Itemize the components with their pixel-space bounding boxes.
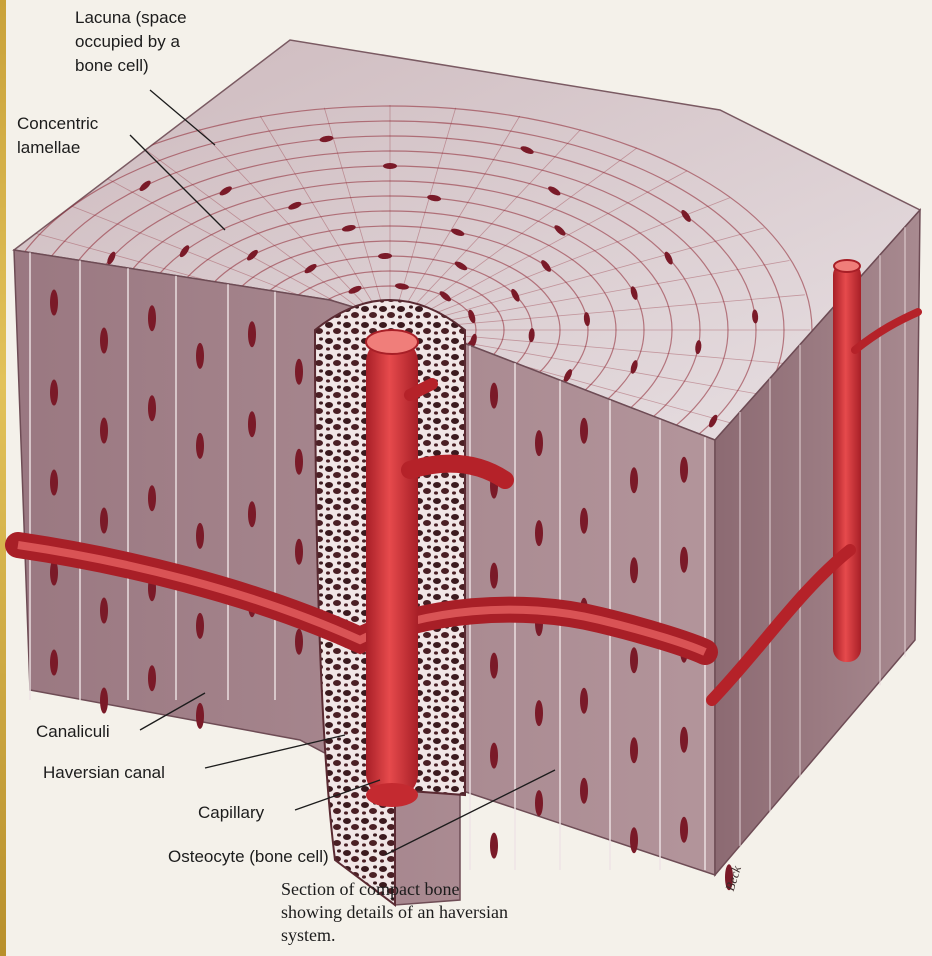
osteocyte-mark [580, 418, 588, 444]
osteocyte-mark [680, 457, 688, 483]
label-osteocyte: Osteocyte (bone cell) [168, 845, 329, 869]
osteocyte-mark [196, 703, 204, 729]
osteocyte-mark [50, 650, 58, 676]
caption-line-3: system. [281, 924, 508, 947]
osteocyte-mark [196, 433, 204, 459]
osteocyte-mark [580, 688, 588, 714]
osteocyte-mark [100, 688, 108, 714]
figure-caption: Section of compact bone showing details … [281, 878, 508, 947]
osteocyte-mark [535, 790, 543, 816]
osteocyte-mark [148, 665, 156, 691]
osteocyte-mark [535, 520, 543, 546]
osteocyte-mark [295, 539, 303, 565]
osteocyte-mark [630, 737, 638, 763]
osteocyte-mark [148, 485, 156, 511]
lacuna-mark [383, 163, 397, 169]
osteocyte-mark [490, 383, 498, 409]
osteocyte-mark [295, 359, 303, 385]
osteocyte-mark [248, 411, 256, 437]
label-capillary: Capillary [198, 801, 264, 825]
osteocyte-mark [490, 743, 498, 769]
osteocyte-mark [50, 290, 58, 316]
osteocyte-mark [580, 778, 588, 804]
osteocyte-mark [196, 523, 204, 549]
osteocyte-mark [490, 833, 498, 859]
osteocyte-mark [100, 598, 108, 624]
osteocyte-mark [50, 470, 58, 496]
osteocyte-mark [148, 305, 156, 331]
osteocyte-mark [295, 449, 303, 475]
label-lacuna-line-2: occupied by a [75, 30, 187, 54]
caption-line-1: Section of compact bone [281, 878, 508, 901]
osteocyte-mark [535, 700, 543, 726]
osteocyte-mark [630, 827, 638, 853]
osteocyte-mark [295, 629, 303, 655]
osteocyte-mark [630, 467, 638, 493]
osteocyte-mark [490, 563, 498, 589]
label-lamellae-line-2: lamellae [17, 136, 98, 160]
label-concentric-lamellae: Concentric lamellae [17, 112, 98, 160]
osteocyte-mark [248, 501, 256, 527]
osteocyte-mark [680, 547, 688, 573]
osteocyte-mark [196, 613, 204, 639]
label-haversian-canal: Haversian canal [43, 761, 165, 785]
label-canaliculi: Canaliculi [36, 720, 110, 744]
osteocyte-mark [630, 647, 638, 673]
caption-line-2: showing details of an haversian [281, 901, 508, 924]
label-lamellae-line-1: Concentric [17, 112, 98, 136]
label-lacuna-line-3: bone cell) [75, 54, 187, 78]
osteocyte-mark [490, 653, 498, 679]
label-lacuna-line-1: Lacuna (space [75, 6, 187, 30]
osteocyte-mark [100, 508, 108, 534]
osteocyte-mark [248, 321, 256, 347]
osteocyte-mark [148, 395, 156, 421]
osteocyte-mark [100, 418, 108, 444]
osteocyte-mark [50, 380, 58, 406]
osteocyte-mark [630, 557, 638, 583]
haversian-capillary-vessel [366, 338, 418, 798]
osteocyte-mark [196, 343, 204, 369]
osteocyte-mark [680, 817, 688, 843]
osteocyte-mark [100, 328, 108, 354]
label-lacuna: Lacuna (space occupied by a bone cell) [75, 6, 187, 78]
osteocyte-mark [535, 430, 543, 456]
osteocyte-mark [580, 508, 588, 534]
osteocyte-mark [680, 727, 688, 753]
